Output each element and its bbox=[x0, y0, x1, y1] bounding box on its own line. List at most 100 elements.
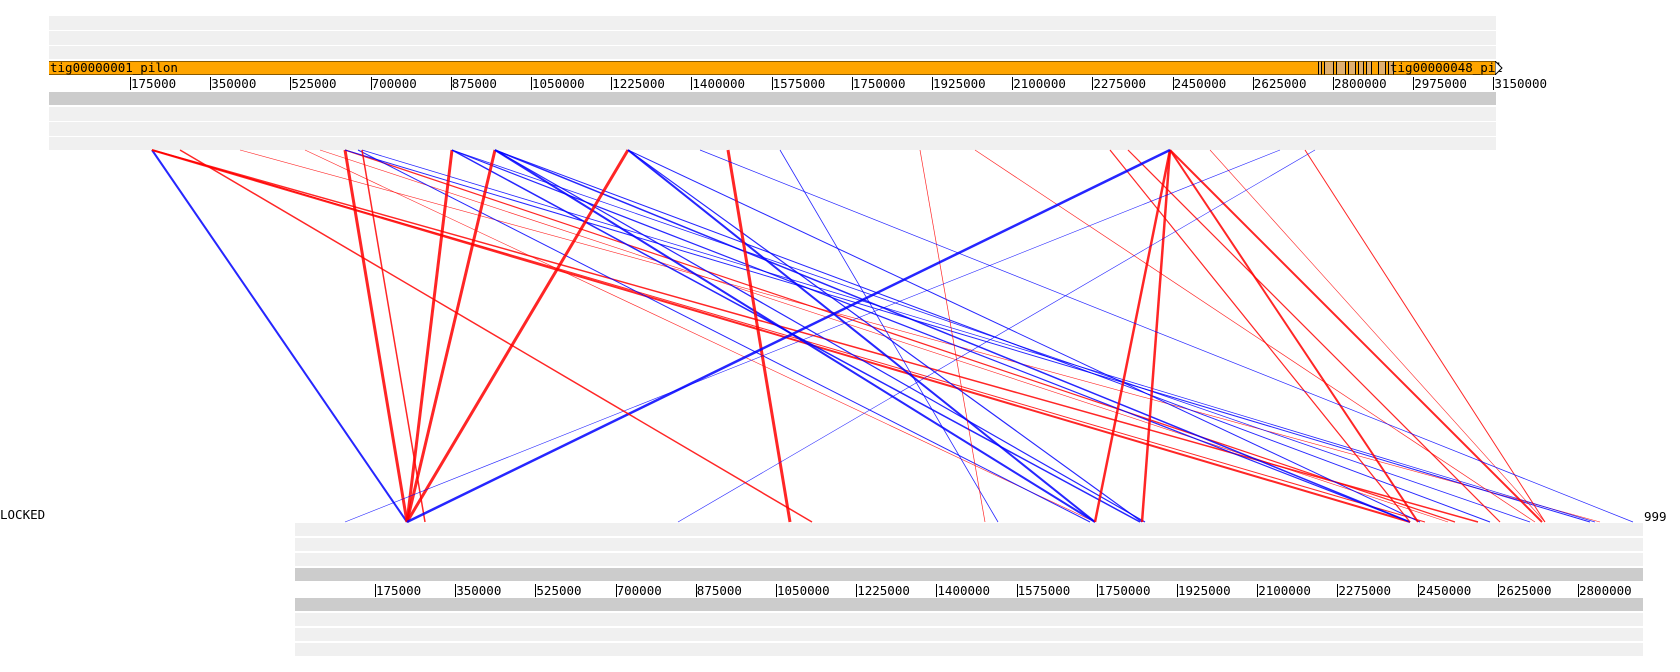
top-axis-tick-label: 3150000 bbox=[1494, 76, 1548, 91]
forward-synteny-link[interactable] bbox=[1169, 149, 1543, 523]
reverse-synteny-link[interactable] bbox=[151, 149, 408, 523]
top-contig-label-right: tig00000048_pil bbox=[1390, 60, 1503, 75]
bottom-axis-tick bbox=[535, 584, 537, 597]
reverse-synteny-link[interactable] bbox=[361, 149, 1596, 523]
top-axis-tick bbox=[130, 77, 131, 90]
bottom-axis-tick bbox=[1177, 584, 1178, 597]
reverse-synteny-link[interactable] bbox=[494, 149, 1146, 523]
reverse-synteny-link[interactable] bbox=[627, 149, 1096, 523]
top-axis-tick bbox=[611, 77, 613, 90]
forward-synteny-link[interactable] bbox=[1109, 149, 1411, 523]
small-contig[interactable] bbox=[1378, 61, 1386, 75]
small-contig[interactable] bbox=[1348, 61, 1356, 75]
small-contig[interactable] bbox=[1324, 61, 1334, 75]
bottom-axis-tick-label: 1750000 bbox=[1097, 583, 1151, 598]
top-track-row bbox=[49, 107, 1496, 121]
small-contig[interactable] bbox=[1358, 61, 1364, 75]
bottom-axis-tick-label: 2800000 bbox=[1579, 583, 1632, 598]
top-track-row bbox=[49, 31, 1496, 45]
bottom-axis-tick bbox=[615, 584, 617, 597]
bottom-axis-tick-label: 2275000 bbox=[1338, 583, 1392, 598]
small-contig[interactable] bbox=[1366, 61, 1372, 75]
reverse-synteny-link[interactable] bbox=[627, 149, 1421, 523]
top-axis-tick-label: 350000 bbox=[211, 76, 257, 91]
top-axis-tick bbox=[932, 77, 933, 90]
forward-synteny-link[interactable] bbox=[726, 149, 792, 523]
bottom-track-row-dark bbox=[295, 598, 1643, 611]
top-axis-tick bbox=[450, 77, 452, 90]
forward-synteny-link[interactable] bbox=[1140, 149, 1172, 523]
bottom-axis-tick-label: 875000 bbox=[696, 583, 742, 598]
top-axis-tick-label: 1400000 bbox=[692, 76, 746, 91]
reverse-synteny-link[interactable] bbox=[344, 149, 1591, 523]
forward-synteny-link[interactable] bbox=[405, 149, 497, 523]
top-axis-tick bbox=[1333, 77, 1334, 90]
small-contig[interactable] bbox=[1318, 61, 1322, 75]
bottom-axis-tick bbox=[1497, 584, 1499, 597]
top-axis-tick bbox=[691, 77, 693, 90]
top-axis-tick bbox=[210, 77, 212, 90]
bottom-axis-tick-label: 2100000 bbox=[1258, 583, 1311, 598]
top-axis-tick bbox=[1012, 77, 1014, 90]
bottom-axis-tick bbox=[1016, 584, 1018, 597]
top-axis-tick-label: 2100000 bbox=[1013, 76, 1066, 91]
forward-synteny-link[interactable] bbox=[361, 149, 426, 523]
bottom-axis-tick-label: 1225000 bbox=[857, 583, 910, 598]
reverse-synteny-link[interactable] bbox=[677, 149, 1316, 523]
bottom-axis-tick-label: 1400000 bbox=[937, 583, 991, 598]
forward-synteny-link[interactable] bbox=[151, 149, 1411, 523]
reverse-synteny-link[interactable] bbox=[779, 149, 999, 523]
forward-synteny-link[interactable] bbox=[1127, 149, 1501, 523]
bottom-axis-tick-label: 2450000 bbox=[1418, 583, 1472, 598]
small-contig[interactable] bbox=[1388, 61, 1394, 75]
bottom-axis-tick-label: 1050000 bbox=[777, 583, 830, 598]
reverse-synteny-link[interactable] bbox=[494, 149, 1491, 523]
top-axis-tick-label: 1050000 bbox=[532, 76, 585, 91]
bottom-axis-tick bbox=[856, 584, 858, 597]
forward-synteny-link[interactable] bbox=[1169, 149, 1419, 523]
bottom-axis-tick bbox=[375, 584, 376, 597]
forward-synteny-link[interactable] bbox=[1304, 149, 1546, 523]
forward-synteny-link[interactable] bbox=[974, 149, 1536, 523]
forward-synteny-link[interactable] bbox=[919, 149, 986, 523]
top-track-row bbox=[49, 137, 1496, 150]
top-axis-tick-label: 2450000 bbox=[1173, 76, 1227, 91]
top-axis-tick-label: 1750000 bbox=[852, 76, 906, 91]
forward-synteny-link[interactable] bbox=[405, 149, 630, 523]
top-axis-tick-label: 2800000 bbox=[1334, 76, 1387, 91]
bottom-track-row bbox=[295, 553, 1643, 566]
forward-synteny-link[interactable] bbox=[1209, 149, 1546, 523]
top-axis-tick bbox=[1413, 77, 1415, 90]
top-axis-tick-label: 1575000 bbox=[772, 76, 826, 91]
reverse-synteny-link[interactable] bbox=[344, 149, 1281, 523]
top-contig-label: tig00000001_pilon bbox=[50, 60, 178, 75]
top-axis-tick bbox=[1493, 77, 1495, 90]
bottom-axis-tick-label: 525000 bbox=[536, 583, 582, 598]
forward-synteny-link[interactable] bbox=[344, 149, 1456, 523]
bottom-axis-tick-label: 1575000 bbox=[1017, 583, 1071, 598]
reverse-synteny-link[interactable] bbox=[451, 149, 1531, 523]
forward-synteny-link[interactable] bbox=[1093, 149, 1172, 523]
forward-synteny-link[interactable] bbox=[239, 149, 1601, 523]
reverse-synteny-link[interactable] bbox=[451, 149, 1411, 523]
reverse-synteny-link[interactable] bbox=[406, 148, 1171, 524]
forward-synteny-link[interactable] bbox=[304, 149, 1096, 523]
forward-synteny-link[interactable] bbox=[405, 149, 454, 523]
bottom-axis-tick bbox=[1096, 584, 1098, 597]
top-track-row bbox=[49, 122, 1496, 136]
reverse-synteny-link[interactable] bbox=[357, 149, 1091, 523]
top-contig-bar[interactable] bbox=[49, 61, 1496, 75]
reverse-synteny-link[interactable] bbox=[627, 149, 1143, 523]
top-axis-tick bbox=[771, 77, 773, 90]
small-contig[interactable] bbox=[1336, 61, 1346, 75]
locked-label[interactable]: LOCKED bbox=[0, 507, 46, 522]
forward-synteny-link[interactable] bbox=[179, 149, 813, 523]
forward-synteny-link[interactable] bbox=[343, 149, 409, 523]
reverse-synteny-link[interactable] bbox=[494, 149, 1096, 523]
bottom-axis-tick bbox=[936, 584, 938, 597]
reverse-synteny-link[interactable] bbox=[699, 149, 1634, 523]
top-axis-tick bbox=[1252, 77, 1254, 90]
top-axis-tick-label: 2975000 bbox=[1414, 76, 1467, 91]
bottom-axis-tick bbox=[1578, 584, 1579, 597]
